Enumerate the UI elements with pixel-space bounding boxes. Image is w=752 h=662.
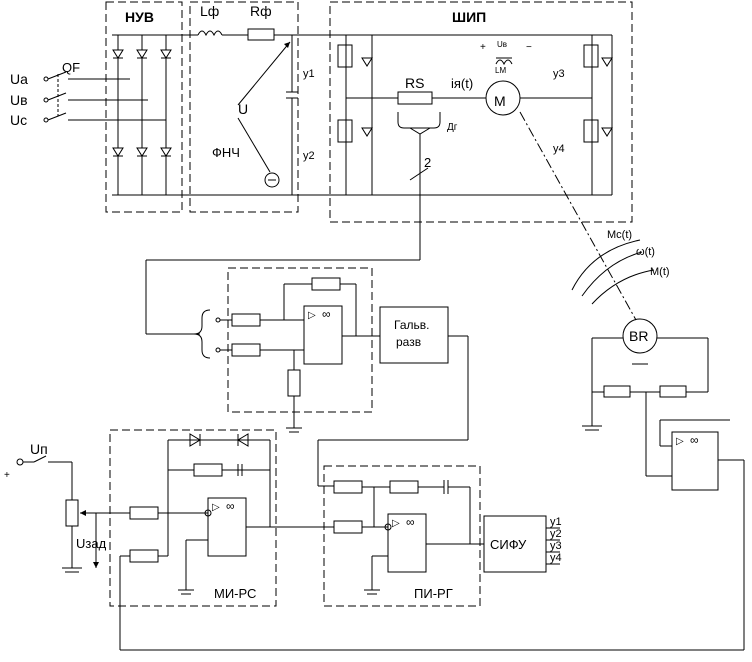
tacho-amp-gain: ∞ <box>690 433 699 447</box>
sifu-label: СИФУ <box>490 537 527 552</box>
galvanic-label-2: разв <box>396 335 421 349</box>
motor-torque-label: M(t) <box>650 266 670 278</box>
field-voltage-label: Uв <box>497 40 507 49</box>
sensor-amp-block <box>227 267 373 413</box>
phase-b-label: Uв <box>10 92 28 108</box>
load-torque-label: Mc(t) <box>607 229 632 241</box>
resistor-label: Rф <box>250 3 272 19</box>
dc-voltage-label: U <box>238 101 248 117</box>
dc-link <box>180 28 346 196</box>
field-winding-label: LM <box>495 66 506 75</box>
chopper-bridge <box>337 34 613 225</box>
sensor-label: Дг <box>447 122 458 133</box>
tachogenerator <box>582 318 709 431</box>
rectifier-bridge <box>112 34 180 196</box>
pi-rg-label: ПИ-РГ <box>414 586 453 601</box>
tacho-label: BR <box>629 328 648 344</box>
sifu-outputs <box>546 527 560 565</box>
tacho-amp-symbol: ▷ <box>676 436 684 447</box>
torque-arcs <box>571 239 655 305</box>
armature-current-label: iя(t) <box>451 76 473 91</box>
gate-y3-label: y3 <box>553 68 565 80</box>
speed-label: ω(t) <box>636 246 655 258</box>
inductor-label: Lф <box>200 3 219 19</box>
pi-rg-block <box>323 465 481 607</box>
shp-label: ШИП <box>452 9 486 25</box>
sifu-box <box>483 515 547 573</box>
nuv-label: НУВ <box>125 9 154 25</box>
tacho-amplifier <box>120 392 745 651</box>
supply-voltage-label: Uп <box>30 441 48 457</box>
fnch-block <box>189 1 299 213</box>
sifu-out-y3: y3 <box>550 540 562 552</box>
mi-rs-amp-symbol: ▷ <box>212 502 220 513</box>
sifu-out-y2: y2 <box>550 528 562 540</box>
phase-c-label: Uc <box>10 112 27 128</box>
shunt-label: RS <box>405 75 424 91</box>
mi-rs-label: МИ-РС <box>214 586 256 601</box>
setpoint-circuit <box>16 455 130 573</box>
sensor-amp-gain: ∞ <box>322 307 331 321</box>
sifu-out-y1: y1 <box>550 516 562 528</box>
pi-rg-circuit <box>333 480 484 595</box>
wire-number-label: 2 <box>424 155 431 170</box>
sifu-out-y4: y4 <box>550 552 562 564</box>
supply-plus-label: + <box>4 470 10 481</box>
gate-y4-label: y4 <box>553 143 565 155</box>
isolation-to-pi-wire <box>317 335 469 487</box>
gate-y1-label: y1 <box>303 68 315 80</box>
galvanic-isolation-box <box>379 306 449 364</box>
current-sensor-amp <box>145 225 421 433</box>
mi-rs-circuit <box>119 433 334 650</box>
setpoint-voltage-label: Uзад <box>76 536 107 551</box>
mi-rs-block <box>109 429 277 607</box>
pi-rg-amp-gain: ∞ <box>406 515 415 529</box>
breaker-qf <box>43 71 166 123</box>
field-plus-label: + <box>480 42 486 53</box>
gate-y2-label: y2 <box>303 150 315 162</box>
phase-a-label: Ua <box>10 71 28 87</box>
fnch-label: ФНЧ <box>212 145 240 160</box>
pi-rg-amp-symbol: ▷ <box>392 518 400 529</box>
nuv-block <box>105 1 183 213</box>
mechanical-shaft <box>519 111 637 321</box>
breaker-label: QF <box>62 60 80 75</box>
mi-rs-amp-gain: ∞ <box>226 499 235 513</box>
sensor-amp-symbol: ▷ <box>308 310 316 321</box>
galvanic-label-1: Гальв. <box>394 318 429 332</box>
field-minus-label: − <box>526 42 532 53</box>
motor-label: M <box>494 93 506 109</box>
shp-block <box>329 1 633 223</box>
